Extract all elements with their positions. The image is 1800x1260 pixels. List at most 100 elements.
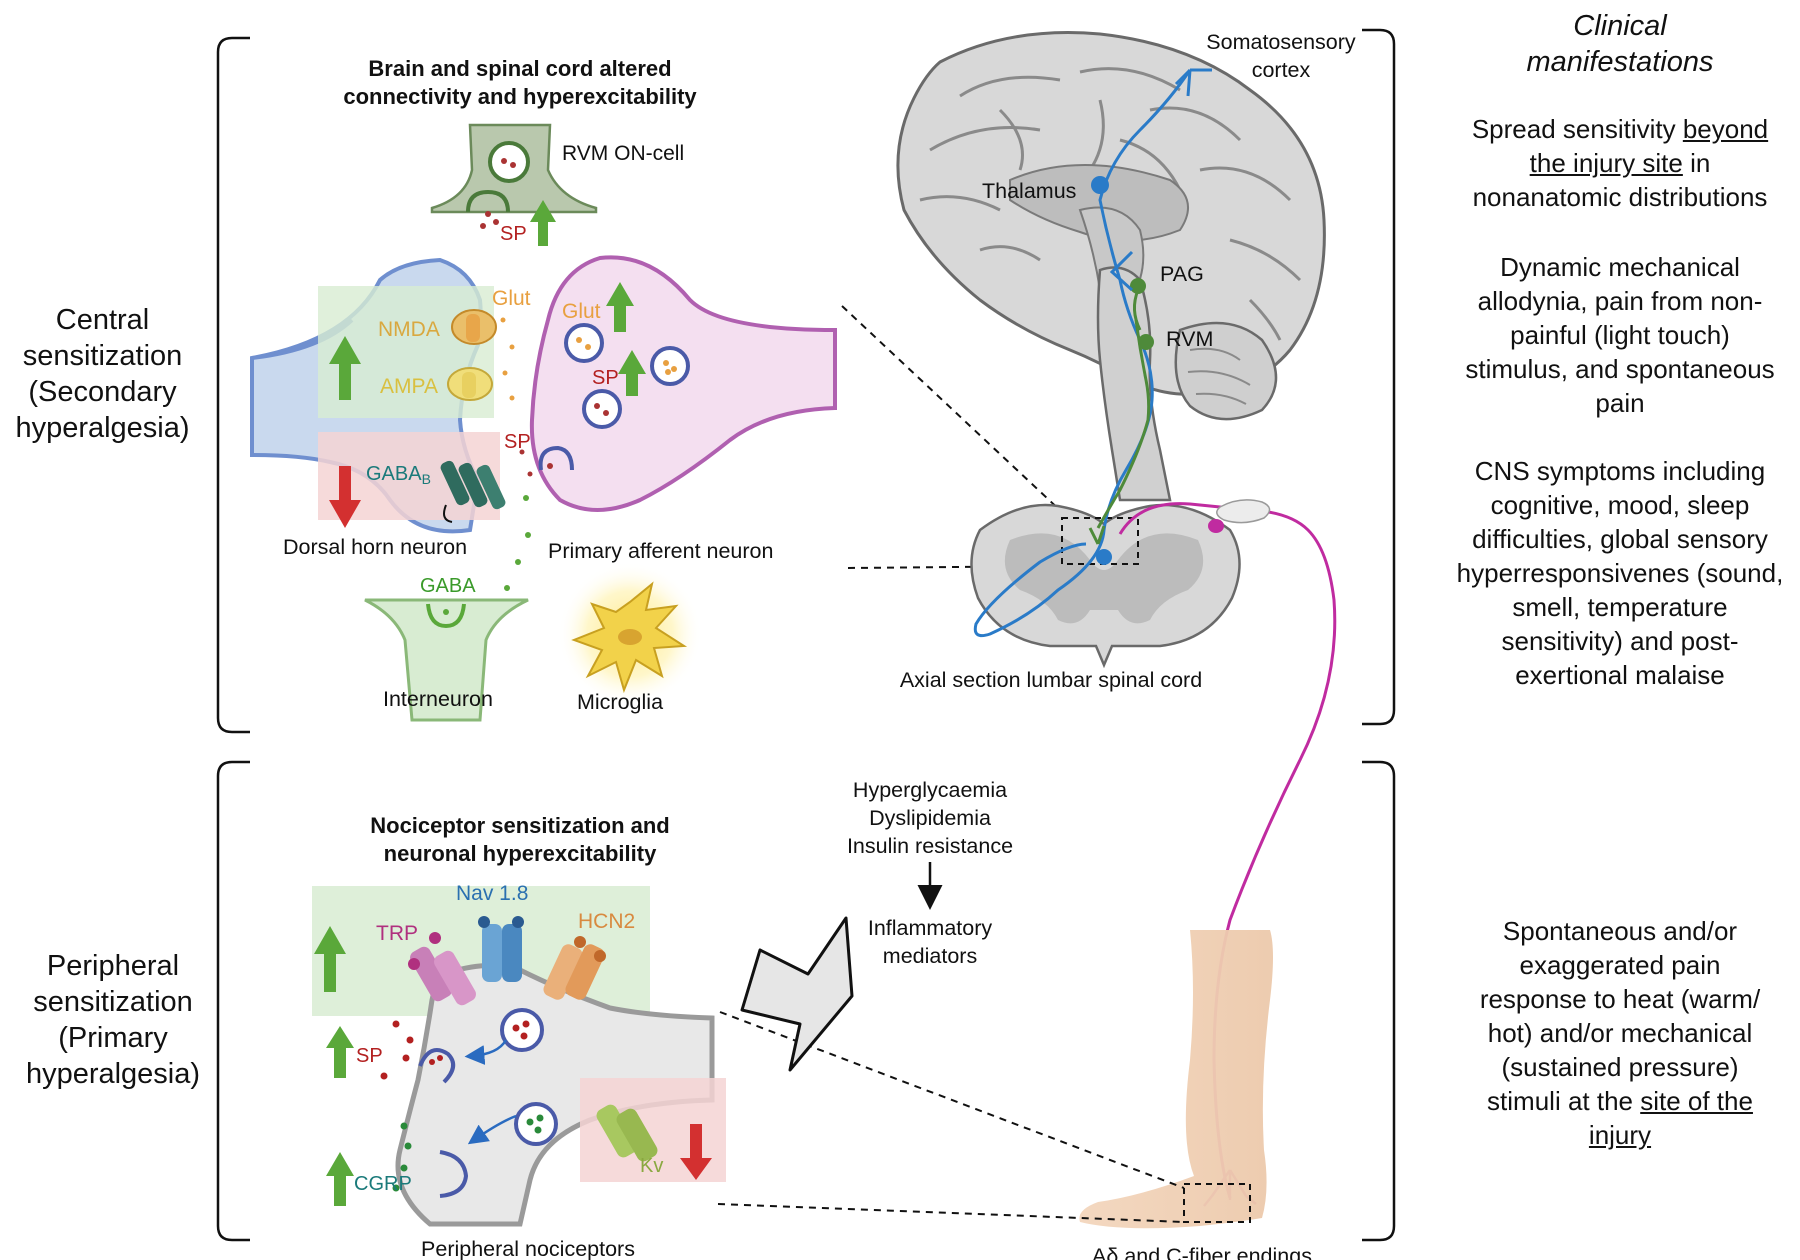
- somatosensory-cortex-label-2: cortex: [1252, 58, 1311, 82]
- foot-label: Aδ and C-fiber endings: [1092, 1244, 1312, 1260]
- clinical-line: exertional malaise: [1515, 660, 1725, 690]
- clinical-line: Spread sensitivity beyond: [1430, 112, 1800, 146]
- nmda-label: NMDA: [378, 318, 440, 341]
- peripheral-label-line: Peripheral: [46, 950, 180, 982]
- nav18-label: Nav 1.8: [456, 882, 528, 905]
- up-arrow-dorsal: [329, 336, 361, 400]
- text-fragment-underlined: beyond: [1682, 114, 1769, 144]
- gaba-b-receptor: [440, 460, 506, 523]
- clinical-line: Spontaneous and/or: [1502, 916, 1738, 946]
- big-hollow-arrow: [740, 916, 854, 1072]
- clinical-line: sensitivity) and post-: [1501, 626, 1739, 656]
- central-label-line: sensitization: [22, 340, 183, 372]
- up-arrow-sp-terminal: [618, 350, 646, 396]
- thalamus-label: Thalamus: [982, 179, 1076, 203]
- down-arrow-dorsal: [329, 466, 361, 528]
- peripheral-label-line: hyperalgesia): [25, 1058, 201, 1090]
- leg-foot: [1079, 930, 1273, 1229]
- mediators-line: mediators: [882, 944, 978, 968]
- heading-line: Nociceptor sensitization and: [370, 813, 670, 838]
- down-arrow-kv: [680, 1124, 712, 1180]
- central-label-line: (Secondary: [28, 376, 177, 408]
- text-fragment: in: [1682, 148, 1711, 178]
- peripheral-nociceptors-label: Peripheral nociceptors: [421, 1237, 635, 1260]
- cgrp-label: CGRP: [354, 1173, 412, 1195]
- rvm-label: RVM: [1166, 327, 1213, 351]
- clinical-item-peripheral: Spontaneous and/or exaggerated pain resp…: [1430, 914, 1800, 1152]
- clinical-line: difficulties, global sensory: [1472, 524, 1768, 554]
- clinical-item-spread-sensitivity: Spread sensitivity beyond the injury sit…: [1430, 112, 1800, 214]
- sp-peripheral-label: SP: [356, 1045, 383, 1067]
- metabolic-factor: Dyslipidemia: [869, 806, 991, 830]
- rvm-on-cell-label: RVM ON-cell: [562, 142, 684, 165]
- spinal-cord-section: [970, 503, 1241, 669]
- text-fragment: Spread sensitivity: [1471, 114, 1683, 144]
- hcn2-label: HCN2: [578, 910, 635, 933]
- clinical-line: hot) and/or mechanical: [1487, 1018, 1753, 1048]
- synaptic-cleft-dots: [500, 317, 533, 591]
- zoom-line-central-lower: [847, 565, 1065, 569]
- clinical-title: Clinical manifestations: [1470, 8, 1770, 80]
- trp-channel: [408, 932, 476, 1006]
- released-dots-peripheral: [380, 1020, 414, 1192]
- clinical-line: pain: [1595, 388, 1645, 418]
- text-fragment: stimuli at the: [1487, 1086, 1641, 1116]
- gaba-b-label: GABAB: [366, 463, 431, 487]
- clinical-line: exaggerated pain: [1519, 950, 1721, 980]
- glut-left-label: Glut: [492, 287, 531, 310]
- central-label-line: Central: [55, 304, 150, 336]
- clinical-line: hyperresponsivenes (sound,: [1456, 558, 1784, 588]
- text-fragment-underlined: the injury site: [1529, 148, 1683, 178]
- clinical-line: (sustained pressure): [1501, 1052, 1739, 1082]
- clinical-title-line: Clinical: [1573, 10, 1667, 42]
- clinical-title-line: manifestations: [1526, 46, 1714, 78]
- clinical-line: cognitive, mood, sleep: [1490, 490, 1750, 520]
- dorsal-horn-neuron-label: Dorsal horn neuron: [283, 535, 467, 559]
- sp-top-label: SP: [500, 223, 527, 245]
- peripheral-label-line: sensitization: [33, 986, 193, 1018]
- brain: [896, 31, 1326, 502]
- central-panel-heading: Brain and spinal cord altered connectivi…: [320, 55, 720, 111]
- up-arrow-cgrp: [326, 1152, 354, 1206]
- zoom-line-foot-upper: [719, 1011, 1185, 1189]
- up-arrow-sp-peripheral: [326, 1026, 354, 1078]
- mediators-line: Inflammatory: [867, 916, 993, 940]
- microglia-label: Microglia: [577, 690, 663, 714]
- interneuron: [364, 598, 529, 722]
- nav18-channel: [478, 916, 524, 982]
- microglia: [558, 562, 702, 706]
- somatosensory-cortex-label-1: Somatosensory: [1206, 30, 1356, 54]
- text-fragment-underlined: site of the: [1640, 1086, 1753, 1116]
- clinical-item-allodynia: Dynamic mechanical allodynia, pain from …: [1430, 250, 1800, 420]
- peripheral-label-line: (Primary: [58, 1022, 168, 1054]
- gaba-label: GABA: [420, 575, 476, 597]
- primary-afferent-terminal: [529, 255, 837, 512]
- glut-right-label: Glut: [562, 300, 601, 323]
- up-arrow-glut: [606, 282, 634, 332]
- hcn2-channel: [543, 936, 606, 1000]
- clinical-line: injury: [1430, 1118, 1800, 1152]
- metabolic-factors: Hyperglycaemia Dyslipidemia Insulin resi…: [800, 776, 1060, 860]
- central-bracket-left: [216, 36, 250, 734]
- rvm-on-cell: [430, 123, 598, 229]
- primary-afferent-neuron-label: Primary afferent neuron: [548, 539, 773, 563]
- zoom-line-central-upper: [841, 305, 1065, 515]
- ampa-receptor: [447, 367, 493, 401]
- clinical-line: Dynamic mechanical: [1500, 252, 1740, 282]
- clinical-line: smell, temperature: [1512, 592, 1728, 622]
- heading-line: connectivity and hyperexcitability: [343, 84, 697, 109]
- peripheral-sensitization-label: Peripheral sensitization (Primary hypera…: [8, 948, 218, 1092]
- clinical-line: stimulus, and spontaneous: [1465, 354, 1775, 384]
- peripheral-bracket-right: [1362, 760, 1396, 1242]
- central-sensitization-label: Central sensitization (Secondary hyperal…: [0, 302, 205, 446]
- sp-mid-label: SP: [592, 367, 619, 389]
- clinical-item-cns-symptoms: CNS symptoms including cognitive, mood, …: [1425, 454, 1800, 692]
- nmda-receptor: [451, 309, 497, 345]
- central-label-line: hyperalgesia): [15, 412, 190, 444]
- heading-line: neuronal hyperexcitability: [383, 841, 657, 866]
- clinical-line: CNS symptoms including: [1474, 456, 1766, 486]
- clinical-line: allodynia, pain from non-: [1477, 286, 1763, 316]
- heading-line: Brain and spinal cord altered: [368, 56, 672, 81]
- interneuron-label: Interneuron: [383, 687, 493, 711]
